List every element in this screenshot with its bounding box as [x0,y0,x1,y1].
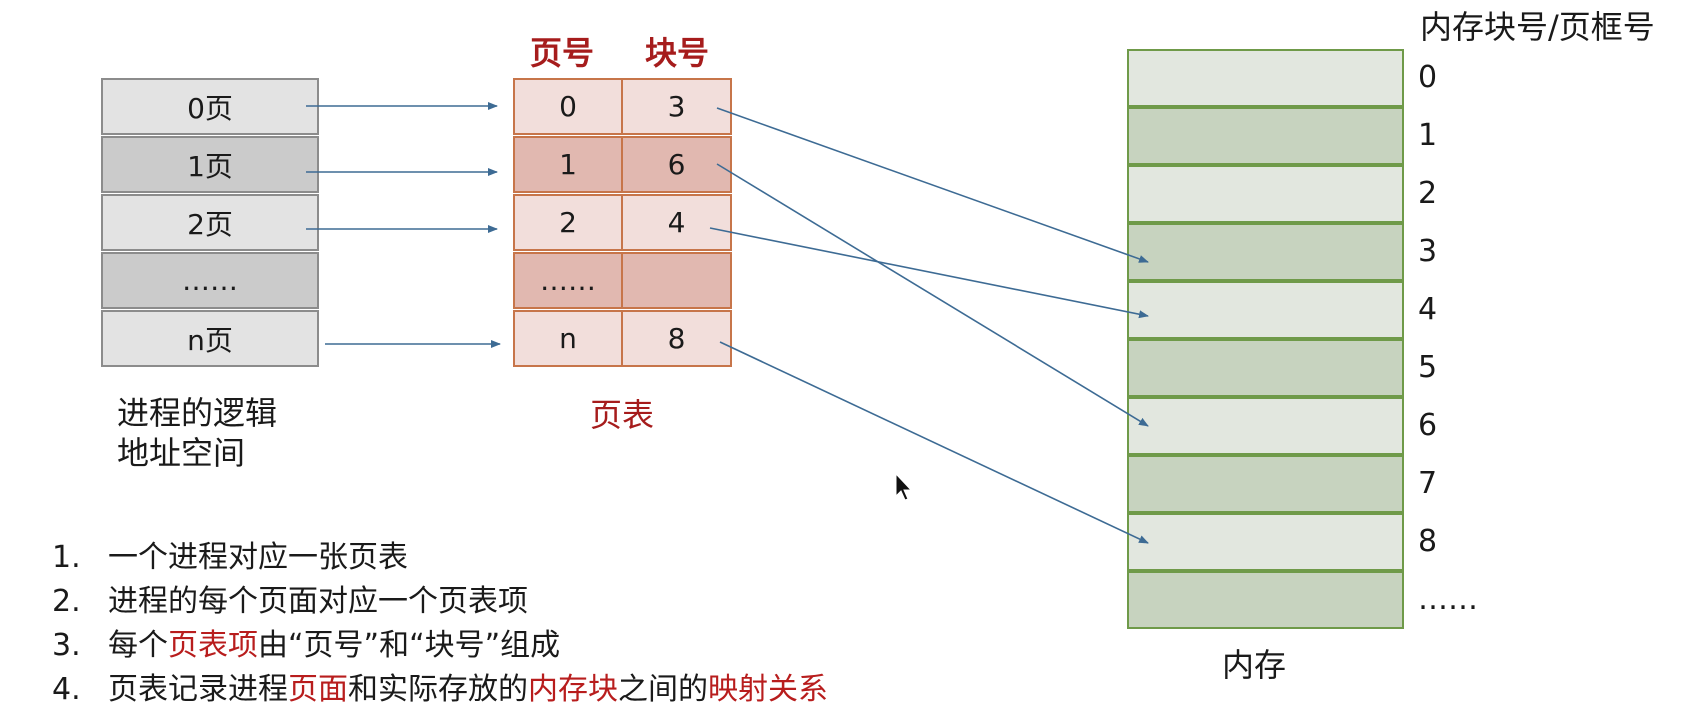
memory-block-index: 7 [1418,466,1438,501]
highlight-text: 内存块 [528,672,618,707]
note-item: 3.每个页表项由“页号”和“块号”组成 [52,628,561,663]
logical-space-caption-line2: 地址空间 [117,434,246,472]
page-table-block-cell [621,252,732,309]
page-table-page-cell: 2 [513,194,623,251]
memory-block-index: 5 [1418,350,1438,385]
memory-block [1127,571,1404,629]
memory-block-index: 0 [1418,60,1438,95]
logical-space-caption-line1: 进程的逻辑 [117,394,278,432]
page-table-block-cell: 4 [621,194,732,251]
memory-block-index: 8 [1418,524,1438,559]
memory-block [1127,223,1404,281]
logical-page-0: 0页 [101,78,319,135]
memory-block-index: 6 [1418,408,1438,443]
note-item: 2.进程的每个页面对应一个页表项 [52,584,528,619]
page-number-header: 页号 [530,34,595,72]
memory-block [1127,397,1404,455]
memory-block [1127,49,1404,107]
arrow-block6 [716,163,1149,427]
highlight-text: 映射关系 [708,672,828,707]
memory-block-index: …… [1418,582,1478,617]
note-item: 1.一个进程对应一张页表 [52,540,408,575]
highlight-text: 页表项 [168,628,258,663]
page-table-block-cell: 6 [621,136,732,193]
memory-block [1127,513,1404,571]
memory-block-index: 3 [1418,234,1438,269]
memory-block-index: 2 [1418,176,1438,211]
arrow-block4 [709,227,1149,319]
memory-block-header: 内存块号/页框号 [1420,8,1655,46]
page-table-page-cell: …… [513,252,623,309]
arrow-block3 [716,107,1149,263]
mouse-cursor-icon [895,472,913,501]
page-table-caption: 页表 [590,396,655,434]
memory-block-index: 1 [1418,118,1438,153]
arrow-block8 [719,341,1149,544]
logical-page-1: 1页 [101,136,319,193]
page-table-block-cell: 8 [621,310,732,367]
memory-block [1127,455,1404,513]
memory-block [1127,165,1404,223]
note-item: 4.页表记录进程页面和实际存放的内存块之间的映射关系 [52,672,828,707]
logical-page-ellipsis: …… [101,252,319,309]
memory-caption: 内存 [1222,646,1287,684]
page-table-block-cell: 3 [621,78,732,135]
memory-block [1127,339,1404,397]
block-number-header: 块号 [645,34,710,72]
highlight-text: 页面 [288,672,348,707]
logical-page-2: 2页 [101,194,319,251]
logical-page-n: n页 [101,310,319,367]
memory-block-index: 4 [1418,292,1438,327]
memory-block [1127,107,1404,165]
memory-block [1127,281,1404,339]
page-table-page-cell: n [513,310,623,367]
